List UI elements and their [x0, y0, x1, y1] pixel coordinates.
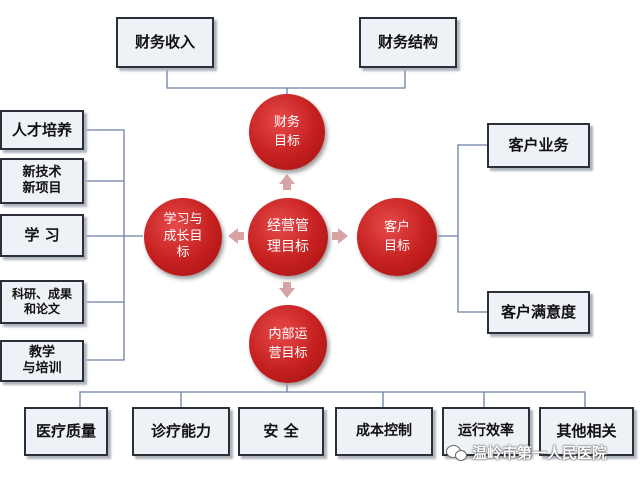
learning-teaching-box: 教学 与培训 — [0, 340, 84, 382]
watermark-text: 温岭市第一人民医院 — [472, 443, 608, 462]
customer-business-label: 客户业务 — [508, 136, 569, 155]
learning-teaching-label: 教学 与培训 — [22, 344, 62, 376]
arrow-left — [228, 228, 244, 244]
learning-research-label: 科研、成果 和论文 — [11, 287, 72, 316]
internal-safety-label: 安 全 — [263, 422, 299, 441]
finance-target-circle: 财务 目标 — [249, 94, 325, 170]
arrow-down — [279, 282, 295, 298]
learning-research-box: 科研、成果 和论文 — [0, 280, 84, 324]
internal-other-box: 其他相关 — [539, 407, 634, 456]
finance-income-box: 财务收入 — [116, 17, 214, 68]
learning-talent-label: 人才培养 — [11, 120, 72, 139]
internal-safety-box: 安 全 — [238, 407, 324, 456]
arrow-up — [279, 174, 295, 190]
finance-target-label: 财务 目标 — [273, 114, 300, 150]
internal-other-label: 其他相关 — [556, 422, 617, 441]
wechat-icon — [446, 444, 468, 461]
customer-target-label: 客户 目标 — [383, 219, 410, 255]
internal-cost-label: 成本控制 — [356, 422, 412, 439]
internal-quality-box: 医疗质量 — [24, 407, 108, 456]
customer-satisfaction-label: 客户满意度 — [500, 303, 576, 322]
finance-structure-box: 财务结构 — [359, 17, 457, 68]
customer-business-box: 客户业务 — [487, 123, 590, 168]
learning-talent-box: 人才培养 — [0, 110, 84, 150]
internal-capability-box: 诊疗能力 — [132, 407, 230, 456]
finance-income-label: 财务收入 — [134, 33, 195, 52]
learning-newtech-label: 新技术 新项目 — [22, 164, 62, 196]
customer-target-circle: 客户 目标 — [357, 198, 437, 276]
learning-target-circle: 学习与 成长目 标 — [144, 198, 222, 276]
learning-study-box: 学 习 — [0, 214, 84, 257]
learning-newtech-box: 新技术 新项目 — [0, 158, 84, 204]
learning-study-label: 学 习 — [24, 226, 60, 245]
learning-target-label: 学习与 成长目 标 — [163, 211, 203, 261]
internal-target-circle: 内部运 营目标 — [249, 305, 327, 383]
internal-capability-label: 诊疗能力 — [150, 422, 211, 441]
center-goal-label: 经营管 理目标 — [267, 218, 309, 255]
arrow-right — [332, 228, 348, 244]
watermark: 温岭市第一人民医院 — [446, 439, 607, 465]
internal-cost-box: 成本控制 — [335, 407, 433, 456]
internal-efficiency-label: 运行效率 — [458, 422, 514, 439]
finance-structure-label: 财务结构 — [377, 33, 438, 52]
internal-quality-label: 医疗质量 — [35, 422, 96, 441]
center-goal-circle: 经营管 理目标 — [248, 198, 328, 276]
customer-satisfaction-box: 客户满意度 — [487, 291, 590, 334]
internal-target-label: 内部运 营目标 — [268, 326, 308, 362]
